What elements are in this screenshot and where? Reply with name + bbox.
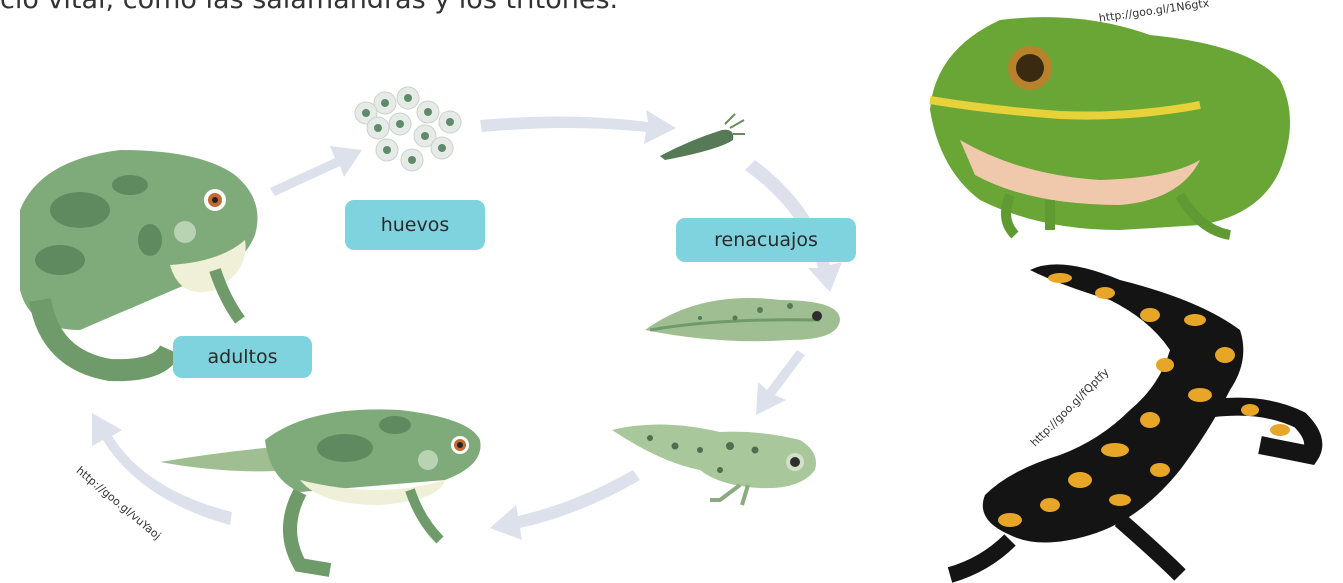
tadpole-icon (645, 298, 840, 341)
salamander-photo (950, 264, 1313, 575)
stage-label-tadpoles: renacuajos (676, 218, 856, 262)
arrow-tadpole-to-froglet (756, 350, 805, 415)
arrow-froglet-to-young (490, 470, 640, 540)
eggs-icon (355, 87, 461, 171)
froglet-icon (160, 409, 481, 570)
hatchling-tadpole-icon (660, 114, 745, 160)
arrow-adult-to-eggs (270, 146, 362, 196)
stage-label-adults: adultos (173, 336, 312, 378)
tadpole-with-legs-icon (612, 424, 816, 505)
green-frog-photo (930, 17, 1290, 235)
stage-label-eggs: huevos (345, 200, 485, 250)
arrow-eggs-to-tadpole (480, 110, 676, 144)
